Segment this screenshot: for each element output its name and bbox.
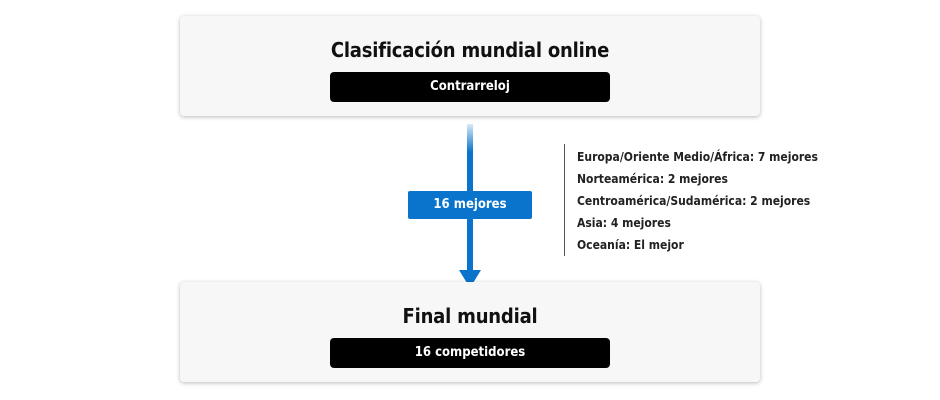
region-quota-item: Asia: 4 mejores (577, 216, 671, 230)
qualifier-title: Clasificación mundial online (330, 38, 610, 62)
qualifier-format-badge: Contrarreloj (330, 72, 610, 102)
final-participants-badge: 16 competidores (330, 338, 610, 368)
region-quota-item: Europa/Oriente Medio/África: 7 mejores (577, 150, 818, 164)
qualifier-card: Clasificación mundial online Contrarrelo… (180, 16, 760, 116)
region-quota-list: Europa/Oriente Medio/África: 7 mejores N… (564, 144, 818, 256)
final-card: Final mundial 16 competidores (180, 282, 760, 382)
region-quota-item: Oceanía: El mejor (577, 238, 684, 252)
region-quota-item: Centroamérica/Sudamérica: 2 mejores (577, 194, 811, 208)
final-title: Final mundial (402, 304, 538, 328)
region-quota-item: Norteamérica: 2 mejores (577, 172, 728, 186)
advance-label: 16 mejores (408, 191, 532, 219)
